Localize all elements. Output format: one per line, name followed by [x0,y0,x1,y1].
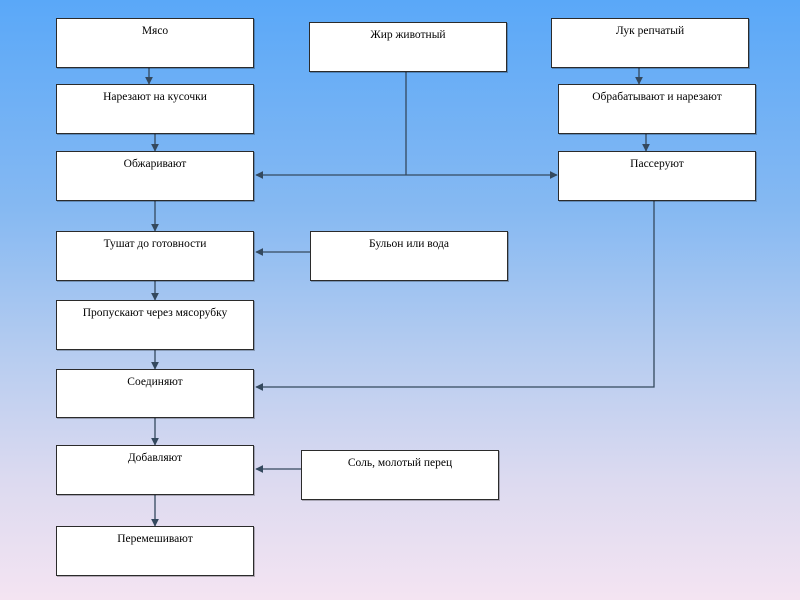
node-onion: Лук репчатый [551,18,749,68]
node-onion-label: Лук репчатый [615,25,685,37]
node-animal-fat-label: Жир животный [370,29,446,41]
node-mince-label: Пропускают через мясорубку [82,307,228,319]
node-broth: Бульон или вода [310,231,508,281]
node-broth-label: Бульон или вода [369,238,449,250]
node-meat-label: Мясо [141,25,169,37]
node-saute: Пассеруют [558,151,756,201]
node-meat: Мясо [56,18,254,68]
node-fry: Обжаривают [56,151,254,201]
node-combine-label: Соединяют [127,376,183,388]
node-salt-pepper: Соль, молотый перец [301,450,499,500]
node-mix: Перемешивают [56,526,254,576]
node-cut-pieces-label: Нарезают на кусочки [103,91,207,103]
node-animal-fat: Жир животный [309,22,507,72]
node-cut-pieces: Нарезают на кусочки [56,84,254,134]
node-process-cut-label: Обрабатывают и нарезают [592,91,722,103]
node-fry-label: Обжаривают [123,158,187,170]
node-stew: Тушат до готовности [56,231,254,281]
node-add: Добавляют [56,445,254,495]
node-process-cut: Обрабатывают и нарезают [558,84,756,134]
connector-saute-to-combine [255,200,655,391]
node-add-label: Добавляют [127,452,183,464]
node-salt-pepper-label: Соль, молотый перец [347,457,453,469]
node-mix-label: Перемешивают [117,533,193,545]
node-saute-label: Пассеруют [630,158,684,170]
node-mince: Пропускают через мясорубку [56,300,254,350]
node-stew-label: Тушат до готовности [103,238,207,250]
node-combine: Соединяют [56,369,254,418]
